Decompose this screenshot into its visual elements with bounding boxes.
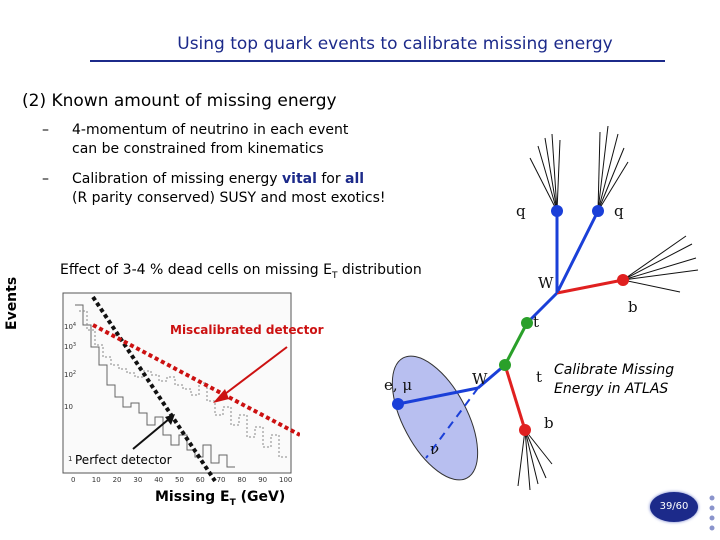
label-t-bottom: t: [536, 368, 542, 386]
page-number-badge: 39/60: [650, 492, 698, 522]
top-vertex: [499, 359, 511, 371]
label-neutrino: ν: [430, 440, 439, 458]
x-axis-label-pre: Missing E: [155, 489, 230, 505]
miscalibrated-histogram: [79, 310, 287, 458]
x-tick-label: 50: [175, 476, 184, 484]
label-t-top: t: [533, 313, 539, 331]
bullet-text-line1-mid: for: [316, 171, 346, 187]
label-q-left: q: [516, 202, 526, 220]
highlight-all: all: [345, 171, 365, 187]
label-b-top: b: [628, 298, 638, 316]
y-tick-label: 10: [64, 403, 73, 411]
corner-decoration-icon: [709, 495, 715, 531]
label-q-right: q: [614, 202, 624, 220]
top-decay-diagram: q q W b t e, μ W t b ν: [384, 125, 699, 490]
quark-vertex: [551, 205, 563, 217]
bullet-text-line2: (R parity conserved) SUSY and most exoti…: [72, 190, 386, 206]
x-axis-label: Missing ET (GeV): [155, 489, 285, 508]
missing-et-histogram: 104 103 102 10 1 0 10 20 30 40 50 60 70 80 90 100: [62, 292, 300, 484]
vertex-points: [392, 205, 629, 436]
bullet-neutrino-momentum: – 4-momentum of neutrino in each event ca…: [42, 121, 348, 159]
x-tick-labels: 0 10 20 30 40 50 60 70 80 90 100: [71, 476, 292, 484]
jet-lines: [517, 125, 699, 490]
x-axis-label-subscript: T: [229, 497, 236, 508]
label-w-bottom: W: [472, 370, 488, 388]
y-axis-label: Events: [4, 276, 20, 330]
x-tick-label: 80: [237, 476, 246, 484]
y-tick-label: 104: [64, 322, 76, 331]
perfect-label: Perfect detector: [75, 453, 172, 467]
x-tick-label: 20: [113, 476, 122, 484]
top-vertex: [521, 317, 533, 329]
b-jet-vertex: [617, 274, 629, 286]
bullet-dash: –: [42, 122, 49, 138]
lepton-vertex: [392, 398, 404, 410]
bullet-text-line2: can be constrained from kinematics: [72, 141, 324, 157]
neutrino-ellipse: [391, 355, 479, 481]
miscalibrated-arrow: [213, 346, 288, 403]
plot-frame: [62, 292, 292, 474]
x-tick-label: 60: [196, 476, 205, 484]
bullet-dash: –: [42, 171, 49, 187]
slide-title: Using top quark events to calibrate miss…: [177, 34, 613, 54]
x-tick-label: 70: [217, 476, 226, 484]
perfect-arrow: [132, 414, 175, 450]
x-tick-label: 100: [279, 476, 292, 484]
miscalibrated-label: Miscalibrated detector: [170, 323, 324, 337]
calibrate-note-line2: Energy in ATLAS: [554, 381, 669, 397]
perfect-trend-line: [91, 295, 217, 483]
label-b-bottom: b: [544, 414, 554, 432]
x-tick-label: 0: [71, 476, 75, 484]
diagram-labels: q q W b t e, μ W t b ν: [384, 202, 638, 458]
calibrate-note-line1: Calibrate Missing: [554, 362, 675, 378]
bullet-text-line1: 4-momentum of neutrino in each event: [72, 122, 349, 138]
y-tick-label: 102: [64, 370, 76, 379]
highlight-vital: vital: [282, 171, 317, 187]
label-w-top: W: [538, 274, 554, 292]
x-tick-label: 90: [258, 476, 267, 484]
y-tick-label: 1: [68, 455, 72, 463]
quark-vertex: [592, 205, 604, 217]
x-tick-label: 30: [133, 476, 142, 484]
x-tick-label: 10: [92, 476, 101, 484]
x-axis-label-post: (GeV): [235, 489, 286, 505]
b-jet-vertex: [519, 424, 531, 436]
plot-caption-pre: Effect of 3-4 % dead cells on missing E: [60, 262, 332, 278]
label-lepton: e, μ: [384, 376, 412, 394]
x-tick-label: 40: [154, 476, 163, 484]
plot-caption-post: distribution: [337, 262, 422, 278]
bullet-calibration-vital: – Calibration of missing energy vital for…: [42, 170, 386, 208]
section-heading: (2) Known amount of missing energy: [22, 91, 337, 111]
y-tick-labels: 104 103 102 10 1: [64, 322, 76, 463]
y-tick-label: 103: [64, 342, 76, 351]
bullet-text-line1-pre: Calibration of missing energy: [72, 171, 283, 187]
plot-caption: Effect of 3-4 % dead cells on missing ET…: [60, 262, 422, 281]
calibrate-note: Calibrate Missing Energy in ATLAS: [554, 361, 674, 399]
perfect-histogram: [75, 304, 235, 468]
plot-caption-subscript: T: [331, 270, 338, 281]
decay-lines: [397, 210, 624, 459]
title-underline: [90, 60, 665, 62]
